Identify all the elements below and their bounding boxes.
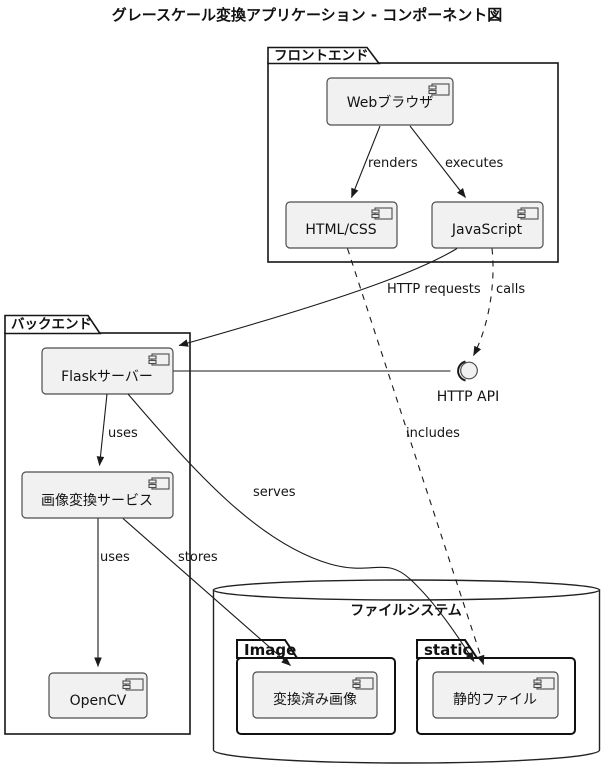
component-icon <box>371 207 393 220</box>
converted-image-box <box>252 671 378 719</box>
flask-server-box <box>41 347 174 395</box>
converted-image-label: 変換済み画像 <box>273 691 357 708</box>
edge-renders <box>350 125 381 198</box>
component-icon <box>533 677 555 690</box>
component-icon <box>148 477 170 490</box>
edge-label-http-requests: HTTP requests <box>387 282 481 297</box>
edge-includes <box>346 248 485 665</box>
component-static-files: 静的ファイル <box>432 671 559 719</box>
javascript-box <box>431 201 544 249</box>
filesystem-label: ファイルシステム <box>350 603 462 619</box>
interface-http-api: HTTP API <box>437 360 499 405</box>
frontend-package-tab <box>267 46 381 65</box>
edge-label-calls: calls <box>496 282 525 297</box>
html-css-label: HTML/CSS <box>305 222 376 238</box>
html-css-box <box>285 201 398 249</box>
edge-label-includes: includes <box>406 426 460 441</box>
static-files-label: 静的ファイル <box>453 692 537 708</box>
edge-executes <box>409 125 466 198</box>
diagram-title: グレースケール変換アプリケーション - コンポーネント図 <box>112 6 503 24</box>
component-html-css: HTML/CSS <box>285 201 398 249</box>
web-browser-box <box>326 77 454 126</box>
frontend-package-label: フロントエンド <box>274 48 369 64</box>
filesystem-cylinder-top <box>212 579 601 601</box>
edge-label-executes: executes <box>445 156 504 171</box>
component-converted-image: 変換済み画像 <box>252 671 378 719</box>
web-browser-label: Webブラウザ <box>347 94 434 111</box>
http-api-label: HTTP API <box>437 389 499 405</box>
component-web-browser: Webブラウザ <box>326 77 454 126</box>
backend-package-label: バックエンド <box>11 317 92 333</box>
component-icon <box>122 678 144 691</box>
edge-calls <box>473 248 494 356</box>
edge-label-stores: stores <box>178 550 218 565</box>
image-service-label: 画像変換サービス <box>41 492 153 509</box>
component-image-service: 画像変換サービス <box>21 471 174 519</box>
edge-label-uses-flask: uses <box>108 426 138 441</box>
static-folder-label: static <box>424 641 471 659</box>
static-files-box <box>432 671 559 719</box>
component-icon <box>352 677 374 690</box>
edge-uses-flask <box>96 393 108 466</box>
image-folder-label: Image <box>244 641 296 659</box>
edge-label-serves: serves <box>253 485 296 500</box>
edge-label-uses-service: uses <box>100 550 130 565</box>
image-folder-tab <box>236 639 299 659</box>
edge-serves <box>127 393 475 662</box>
component-opencv: OpenCV <box>48 672 148 719</box>
http-api-ball-icon <box>460 361 478 380</box>
component-flask-server: Flaskサーバー <box>41 347 174 395</box>
edge-http-requests <box>178 248 458 347</box>
edge-stores <box>122 518 291 666</box>
image-service-box <box>21 471 174 519</box>
component-icon <box>428 83 450 96</box>
edge-label-renders: renders <box>368 156 418 171</box>
component-javascript: JavaScript <box>431 201 544 249</box>
flask-server-label: Flaskサーバー <box>61 369 153 385</box>
javascript-label: JavaScript <box>451 222 523 238</box>
opencv-label: OpenCV <box>70 693 127 709</box>
http-api-socket-icon <box>457 360 466 382</box>
component-icon <box>148 353 170 366</box>
component-icon <box>517 207 539 220</box>
static-folder-tab <box>416 639 479 659</box>
backend-package-tab <box>4 314 102 335</box>
